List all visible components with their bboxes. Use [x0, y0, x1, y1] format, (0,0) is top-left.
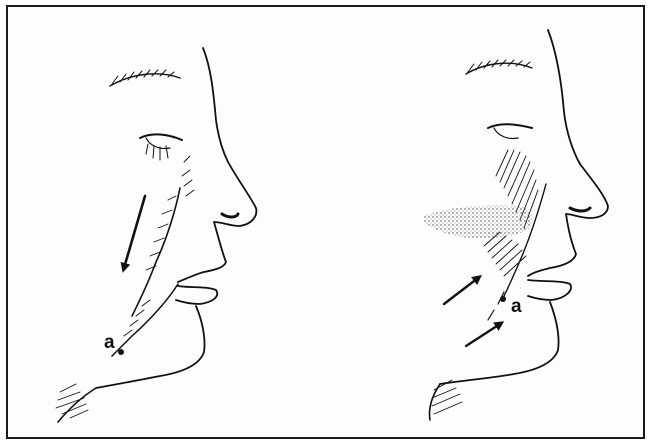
eyebrow [466, 63, 532, 74]
forehead-outline [203, 48, 228, 162]
forehead-outline [548, 30, 580, 164]
nostril [570, 208, 590, 211]
lower-lip [528, 280, 571, 300]
upper-lip [178, 222, 226, 282]
point-a-label-after: a [511, 296, 522, 317]
nostril [222, 214, 238, 217]
nasolabial-fold [132, 188, 180, 316]
point-a-label-before: a [104, 332, 115, 353]
panel-before [56, 48, 256, 422]
marionette-line [112, 284, 178, 356]
chin-outline [440, 302, 559, 384]
stippled-cheek-region [424, 205, 533, 238]
lower-lip [176, 286, 217, 304]
upper-lip [528, 214, 576, 276]
point-a-marker [118, 349, 124, 355]
nasolabial-fold [504, 184, 546, 296]
eye [488, 124, 532, 128]
upward-arrow-lower [466, 324, 500, 346]
point-a-marker [500, 296, 506, 302]
upward-arrow-upper [444, 278, 478, 304]
downward-arrow [124, 196, 145, 268]
